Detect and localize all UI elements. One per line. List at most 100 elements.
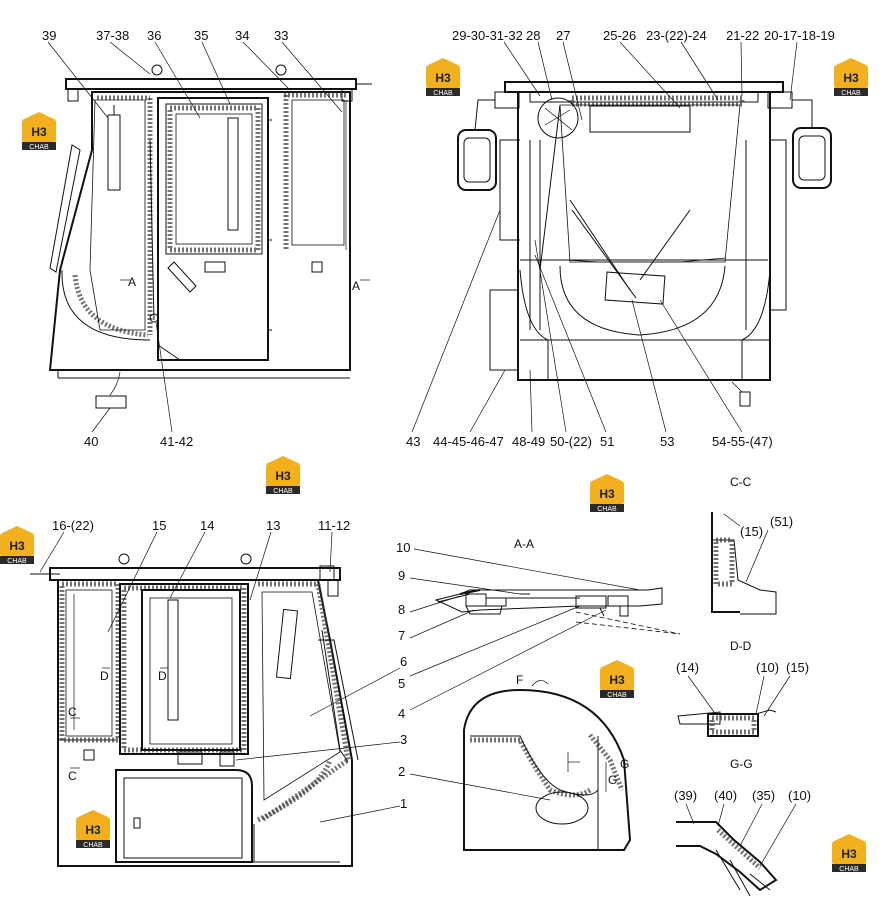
section-c-c — [711, 512, 777, 615]
callout-label: 50-(22) — [550, 434, 592, 449]
watermark-logo: H3 CHAB — [426, 58, 460, 97]
callout-label: 48-49 — [512, 434, 545, 449]
callout-label: (15) — [740, 524, 763, 539]
callout-label: 3 — [400, 732, 407, 747]
section-title: D-D — [730, 639, 752, 653]
svg-text:CHAB: CHAB — [273, 488, 293, 495]
callout-label: 4 — [398, 706, 405, 721]
callout-label: (14) — [676, 660, 699, 675]
watermark-logo: H3 CHAB — [0, 526, 34, 565]
callout-label: 34 — [235, 28, 249, 43]
watermark-logo: H3 CHAB — [834, 58, 868, 97]
view-top-left — [47, 41, 372, 433]
section-mark: F — [516, 673, 523, 687]
callout-label: 54-55-(47) — [712, 434, 773, 449]
section-title: A-A — [514, 537, 534, 551]
view-bottom-left — [30, 531, 401, 867]
watermark-logo: H3 CHAB — [590, 474, 624, 513]
watermark-logo: H3 CHAB — [600, 660, 634, 699]
callout-label: 41-42 — [160, 434, 193, 449]
section-title: G-G — [730, 757, 753, 771]
callout-label: 6 — [400, 654, 407, 669]
svg-text:CHAB: CHAB — [7, 558, 27, 565]
callout-label: 16-(22) — [52, 518, 94, 533]
section-mark: G — [608, 773, 617, 787]
svg-text:CHAB: CHAB — [83, 842, 103, 849]
view-top-left-callouts: 39 37-38 36 35 34 33 40 41-42 A A — [42, 28, 360, 449]
callout-label: 14 — [200, 518, 214, 533]
svg-text:CHAB: CHAB — [597, 506, 617, 513]
watermark-logo: H3 CHAB — [832, 834, 866, 873]
svg-text:CHAB: CHAB — [29, 144, 49, 151]
view-top-right — [411, 41, 832, 433]
callout-label: (15) — [786, 660, 809, 675]
callout-label: (35) — [752, 788, 775, 803]
watermark-logo: H3 CHAB — [76, 810, 110, 849]
callout-label: 37-38 — [96, 28, 129, 43]
callout-label: 36 — [147, 28, 161, 43]
callout-label: 53 — [660, 434, 674, 449]
svg-text:H3: H3 — [609, 673, 625, 687]
callout-label: 7 — [398, 628, 405, 643]
svg-text:H3: H3 — [9, 539, 25, 553]
callout-label: (10) — [756, 660, 779, 675]
svg-text:H3: H3 — [275, 469, 291, 483]
svg-text:H3: H3 — [435, 71, 451, 85]
callout-label: 15 — [152, 518, 166, 533]
callout-label: (51) — [770, 514, 793, 529]
svg-text:H3: H3 — [599, 487, 615, 501]
callout-label: 1 — [400, 796, 407, 811]
section-a-a — [409, 548, 681, 851]
section-c-c-labels: C-C (15) (51) — [730, 475, 793, 539]
callout-label: 29-30-31-32 — [452, 28, 523, 43]
svg-text:CHAB: CHAB — [607, 692, 627, 699]
callout-label: 44-45-46-47 — [433, 434, 504, 449]
callout-label: 28 — [526, 28, 540, 43]
callout-label: 13 — [266, 518, 280, 533]
callout-label: 9 — [398, 568, 405, 583]
callout-label: 10 — [396, 540, 410, 555]
callout-label: 27 — [556, 28, 570, 43]
svg-text:H3: H3 — [31, 125, 47, 139]
callout-label: 8 — [398, 602, 405, 617]
callout-label: 23-(22)-24 — [646, 28, 707, 43]
section-g-g-labels: G-G (39) (40) (35) (10) — [674, 757, 811, 803]
callout-label: 51 — [600, 434, 614, 449]
view-top-right-callouts: 29-30-31-32 28 27 25-26 23-(22)-24 21-22… — [406, 28, 835, 449]
section-title: C-C — [730, 475, 752, 489]
callout-label: 40 — [84, 434, 98, 449]
section-mark: D — [158, 669, 167, 683]
callout-label: (40) — [714, 788, 737, 803]
callout-label: 43 — [406, 434, 420, 449]
svg-text:H3: H3 — [841, 847, 857, 861]
section-d-d-labels: D-D (14) (10) (15) — [676, 639, 809, 675]
watermark-logo: H3 CHAB — [266, 456, 300, 495]
svg-text:CHAB: CHAB — [433, 90, 453, 97]
svg-text:CHAB: CHAB — [841, 90, 861, 97]
svg-text:H3: H3 — [843, 71, 859, 85]
callout-label: (10) — [788, 788, 811, 803]
callout-label: 20-17-18-19 — [764, 28, 835, 43]
callout-label: 2 — [398, 764, 405, 779]
section-g-g — [676, 803, 797, 897]
view-bottom-left-callouts: 16-(22) 15 14 13 11-12 6 3 1 D D C C — [52, 518, 407, 811]
callout-label: 33 — [274, 28, 288, 43]
svg-text:CHAB: CHAB — [839, 866, 859, 873]
watermark-logo: H3 CHAB — [22, 112, 56, 151]
callout-label: 35 — [194, 28, 208, 43]
callout-label: 5 — [398, 676, 405, 691]
callout-label: (39) — [674, 788, 697, 803]
section-mark: C — [68, 769, 77, 783]
section-mark: C — [68, 705, 77, 719]
svg-text:H3: H3 — [85, 823, 101, 837]
callout-label: 25-26 — [603, 28, 636, 43]
section-a-a-labels: A-A 10 9 8 7 5 4 2 F G G — [396, 537, 629, 787]
section-mark: A — [128, 275, 136, 289]
section-mark: G — [620, 757, 629, 771]
section-d-d — [677, 675, 791, 737]
section-mark: A — [352, 279, 360, 293]
callout-label: 39 — [42, 28, 56, 43]
section-mark: D — [100, 669, 109, 683]
callout-label: 11-12 — [318, 518, 350, 533]
